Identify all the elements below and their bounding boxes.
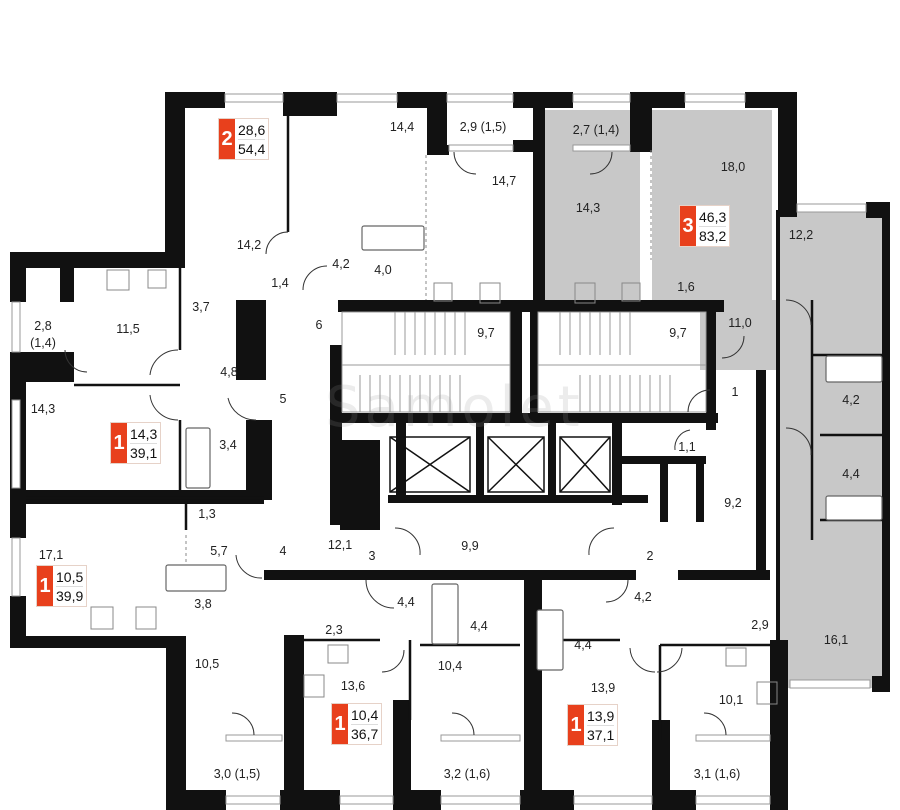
living-area: 14,3: [130, 425, 158, 444]
room-area-label: 14,2: [236, 237, 262, 252]
room-area-label: (1,4): [30, 335, 56, 350]
room-area-label: 2,9: [751, 617, 769, 632]
living-area: 10,4: [351, 706, 379, 725]
room-area-label: 14,3: [30, 401, 56, 416]
living-area: 28,6: [238, 121, 266, 140]
room-area-label: 12,1: [327, 537, 353, 552]
room-area-label: 4,2: [842, 392, 860, 407]
room-area-label: 4,0: [374, 262, 392, 277]
room-area-label: 11,0: [728, 315, 752, 330]
total-area: 39,1: [130, 444, 158, 461]
room-area-label: 1,3: [198, 506, 216, 521]
room-area-label: 1: [731, 384, 739, 399]
room-area-label: 1,6: [677, 279, 695, 294]
room-count: 1: [568, 705, 584, 745]
room-area-label: 4,2: [634, 589, 652, 604]
room-area-label: 3,8: [194, 596, 212, 611]
room-area-label: 3,2 (1,6): [443, 766, 491, 781]
total-area: 83,2: [699, 227, 727, 244]
room-count: 1: [111, 423, 127, 463]
room-area-label: 3,1 (1,6): [693, 766, 741, 781]
staircase: [341, 311, 707, 413]
room-area-label: 14,4: [389, 119, 415, 134]
room-area-label: 5,7: [210, 543, 228, 558]
bathtubs: [165, 225, 883, 671]
room-area-label: 14,7: [491, 173, 517, 188]
room-area-label: 11,5: [116, 321, 140, 336]
room-area-label: 3,7: [192, 299, 210, 314]
room-area-label: 4,2: [332, 256, 350, 271]
room-area-label: 1,1: [678, 439, 696, 454]
room-area-label: 2,7 (1,4): [572, 122, 620, 137]
total-area: 36,7: [351, 725, 379, 742]
room-area-label: 10,4: [437, 658, 463, 673]
room-area-label: 4: [279, 543, 287, 558]
room-count: 1: [37, 566, 53, 606]
living-area: 10,5: [56, 568, 84, 587]
room-area-label: 4,4: [842, 466, 860, 481]
elevator-shafts: [389, 436, 611, 493]
room-area-label: 3: [368, 548, 376, 563]
room-area-label: 4,4: [574, 637, 592, 652]
total-area: 39,9: [56, 587, 84, 604]
doors: [64, 151, 812, 736]
room-area-label: 9,7: [477, 325, 495, 340]
living-area: 13,9: [587, 707, 615, 726]
room-area-label: 1,4: [271, 275, 289, 290]
room-count: 1: [332, 704, 348, 744]
total-area: 54,4: [238, 140, 266, 157]
room-area-label: 5: [279, 391, 287, 406]
room-count: 2: [219, 119, 235, 159]
room-area-label: 16,1: [823, 632, 849, 647]
room-area-label: 2,3: [325, 622, 343, 637]
room-area-label: 3,4: [219, 437, 237, 452]
room-area-label: 14,3: [575, 200, 601, 215]
room-area-label: 3,0 (1,5): [213, 766, 261, 781]
room-area-label: 9,9: [461, 538, 479, 553]
living-area: 46,3: [699, 208, 727, 227]
partitions: [26, 115, 882, 740]
room-area-label: 4,4: [470, 618, 488, 633]
room-area-label: 6: [315, 317, 323, 332]
room-area-label: 4,8: [220, 364, 238, 379]
stoves: [90, 269, 778, 705]
room-area-label: 9,2: [724, 495, 742, 510]
room-area-label: 13,9: [590, 680, 616, 695]
highlighted-apartment-fill: [545, 110, 884, 688]
room-area-label: 12,2: [788, 227, 814, 242]
room-area-label: 2,8: [34, 318, 52, 333]
sinks: [135, 269, 747, 667]
room-area-label: 2,9 (1,5): [459, 119, 507, 134]
room-area-label: 4,4: [397, 594, 415, 609]
room-area-label: 10,1: [718, 692, 744, 707]
watermark: Samolet: [325, 375, 584, 440]
room-area-label: 18,0: [720, 159, 746, 174]
room-area-label: 9,7: [669, 325, 687, 340]
total-area: 37,1: [587, 726, 615, 743]
room-area-label: 13,6: [340, 678, 366, 693]
windows: [11, 93, 871, 805]
room-area-label: 2: [646, 548, 654, 563]
room-area-label: 10,5: [194, 656, 220, 671]
room-area-label: 17,1: [38, 547, 64, 562]
room-count: 3: [680, 206, 696, 246]
